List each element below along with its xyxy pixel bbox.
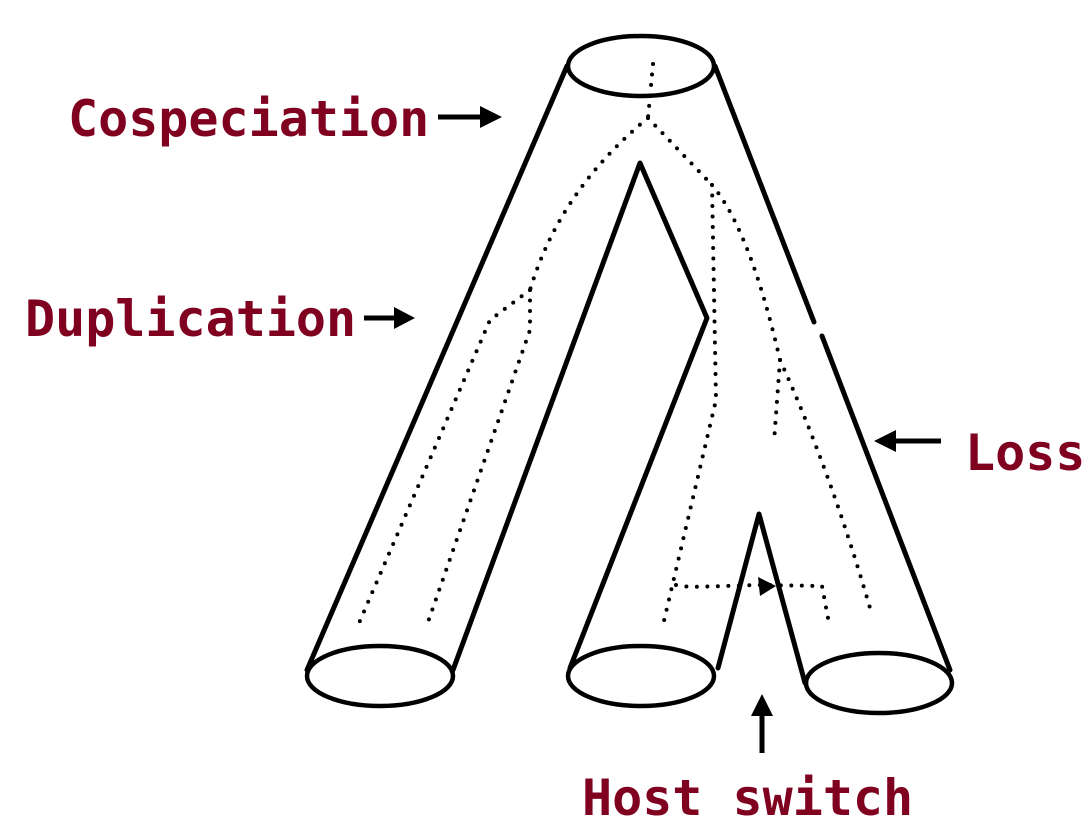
parasite-left-lineage [528, 116, 650, 292]
host-root-opening [565, 33, 717, 99]
loss-label: Loss [965, 424, 1085, 482]
parasite-tree [354, 62, 872, 632]
host-right-outer-wall-upper [712, 63, 817, 325]
parasite-duplicate-b [426, 288, 532, 624]
host-inner-wall-left-branch [450, 160, 710, 673]
host-tree [304, 33, 955, 716]
parasite-lost-branch [772, 358, 782, 444]
duplication-arrow [364, 307, 415, 329]
cospeciation-arrow [438, 106, 502, 128]
host-switch-pointer-arrow [751, 694, 773, 753]
host-tip-opening-3 [803, 650, 955, 716]
host-tip-opening-1 [304, 643, 456, 709]
cospeciation-label: Cospeciation [68, 90, 429, 148]
parasite-surviving-branch [778, 358, 872, 610]
host-inner-wall-right-branch [715, 511, 808, 686]
host-switch-arrowhead [758, 577, 776, 596]
parasite-outer-branch [710, 183, 782, 362]
loss-arrow [874, 430, 941, 452]
parasite-right-lineage [646, 116, 714, 187]
event-annotations: Cospeciation Duplication Loss Host switc… [25, 90, 1085, 824]
host-right-outer-wall-lower [819, 333, 953, 673]
host-left-outer-wall [304, 63, 570, 673]
host-tip-opening-2 [565, 643, 717, 709]
parasite-host-switch-path [674, 582, 830, 620]
host-switch-label: Host switch [582, 769, 913, 824]
duplication-label: Duplication [25, 290, 356, 348]
parasite-middle-branch [661, 183, 719, 627]
parasite-root-trunk [646, 62, 655, 120]
